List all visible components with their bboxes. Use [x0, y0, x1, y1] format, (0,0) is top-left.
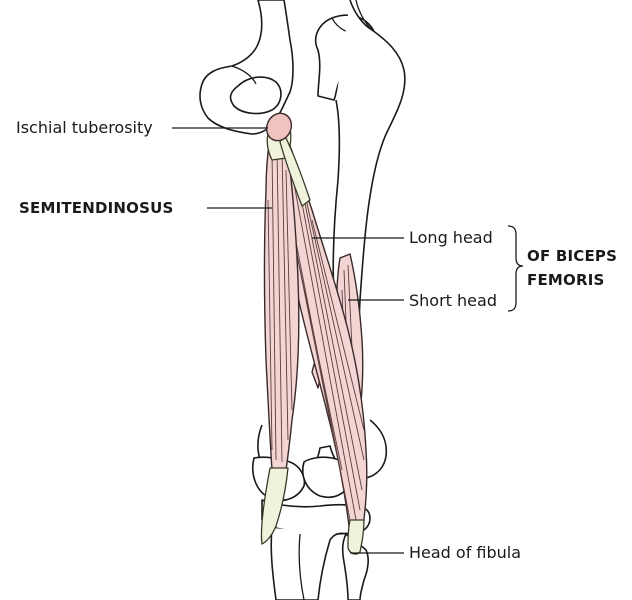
head-of-fibula-label: Head of fibula	[409, 543, 522, 562]
semitendinosus-label: SEMITENDINOSUS	[19, 199, 174, 217]
short-head-label: Short head	[409, 291, 497, 310]
tibia-bone	[270, 527, 347, 600]
biceps-long-head	[276, 129, 368, 535]
ischial-tuberosity-marker	[265, 112, 293, 142]
pelvis-bone	[199, 0, 294, 135]
biceps-femoris-group-label: OF BICEPS FEMORIS	[527, 244, 617, 292]
long-head-label: Long head	[409, 228, 493, 247]
tendons	[260, 125, 365, 555]
of-biceps-label: OF BICEPS	[527, 247, 618, 265]
femoris-label: FEMORIS	[527, 271, 605, 289]
ischial-tuberosity-label: Ischial tuberosity	[16, 118, 153, 137]
semitendinosus-muscle	[263, 133, 300, 471]
biceps-brace	[507, 225, 524, 312]
leader-lines	[172, 127, 524, 554]
